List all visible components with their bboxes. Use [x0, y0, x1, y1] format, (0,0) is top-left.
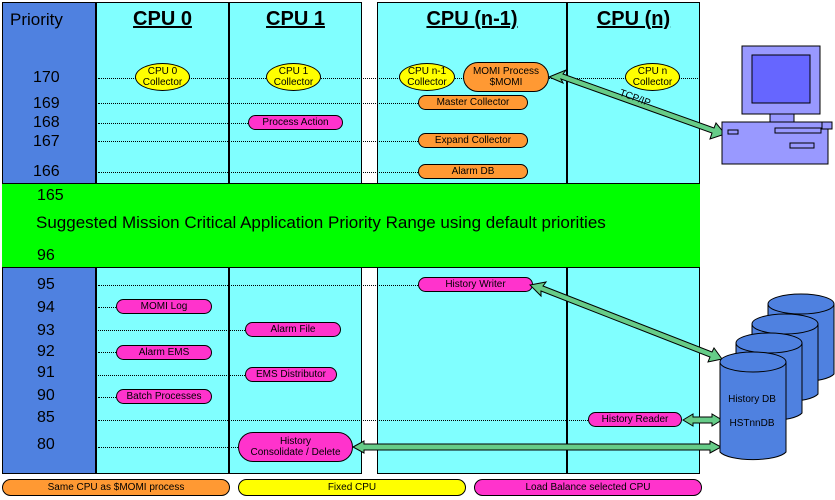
leader-167 — [98, 141, 418, 142]
legend-fixed-cpu: Fixed CPU — [238, 479, 466, 496]
priority-95: 95 — [37, 276, 55, 293]
priority-166: 166 — [33, 163, 60, 180]
hstnndb-label: HSTnnDB — [729, 418, 774, 429]
cpu0-collector: CPU 0 Collector — [135, 63, 190, 91]
cpu1-collector: CPU 1 Collector — [266, 63, 321, 91]
leader-170 — [98, 78, 698, 79]
momi-log: MOMI Log — [116, 299, 212, 314]
leader-168 — [98, 123, 248, 124]
priority-header: Priority — [10, 10, 63, 29]
history-writer: History Writer — [418, 277, 533, 292]
priority-168: 168 — [33, 114, 60, 131]
cpun1-collector: CPU n-1 Collector — [399, 63, 455, 91]
priority-94: 94 — [37, 299, 55, 316]
priority-93: 93 — [37, 322, 55, 339]
leader-169 — [98, 103, 418, 104]
priority-169: 169 — [33, 95, 60, 112]
leader-91 — [98, 375, 245, 376]
cpu0-header: CPU 0 — [133, 8, 192, 30]
priority-80: 80 — [37, 436, 55, 453]
priority-165: 165 — [37, 187, 64, 204]
history-writer-arrow — [528, 281, 723, 363]
alarm-file: Alarm File — [245, 322, 341, 337]
priority-90: 90 — [37, 387, 55, 404]
leader-80 — [98, 447, 238, 448]
mission-critical-band — [2, 183, 700, 268]
cpun-header: CPU (n) — [596, 8, 671, 30]
leader-166 — [98, 172, 418, 173]
history-db-label: History DB — [728, 394, 776, 405]
cpun-collector: CPU n Collector — [625, 63, 680, 91]
history-reader-arrow — [682, 413, 723, 427]
cpu1-header: CPU 1 — [266, 8, 325, 30]
leader-85 — [98, 420, 588, 421]
priority-92: 92 — [37, 343, 55, 360]
legend-same-cpu: Same CPU as $MOMI process — [2, 479, 230, 496]
history-db-icon — [719, 293, 835, 461]
priority-85: 85 — [37, 409, 55, 426]
process-action: Process Action — [248, 115, 343, 130]
computer-icon — [721, 45, 833, 165]
history-consolidate-arrow — [351, 440, 723, 454]
batch-processes: Batch Processes — [116, 389, 212, 404]
leader-94 — [98, 307, 116, 308]
priority-167: 167 — [33, 133, 60, 150]
legend-load-balance: Load Balance selected CPU — [474, 479, 702, 496]
ems-distributor: EMS Distributor — [245, 367, 337, 382]
leader-93 — [98, 330, 245, 331]
leader-90 — [98, 397, 116, 398]
mission-critical-band-label: Suggested Mission Critical Application P… — [36, 213, 606, 232]
history-reader: History Reader — [588, 412, 682, 427]
alarm-ems: Alarm EMS — [116, 345, 212, 360]
cpun1-header: CPU (n-1) — [426, 8, 518, 30]
priority-96: 96 — [37, 247, 55, 264]
priority-91: 91 — [37, 364, 55, 381]
expand-collector: Expand Collector — [418, 133, 528, 148]
priority-170: 170 — [33, 69, 60, 86]
leader-92 — [98, 352, 116, 353]
alarm-db: Alarm DB — [418, 164, 528, 179]
master-collector: Master Collector — [418, 95, 528, 110]
leader-95 — [98, 285, 418, 286]
